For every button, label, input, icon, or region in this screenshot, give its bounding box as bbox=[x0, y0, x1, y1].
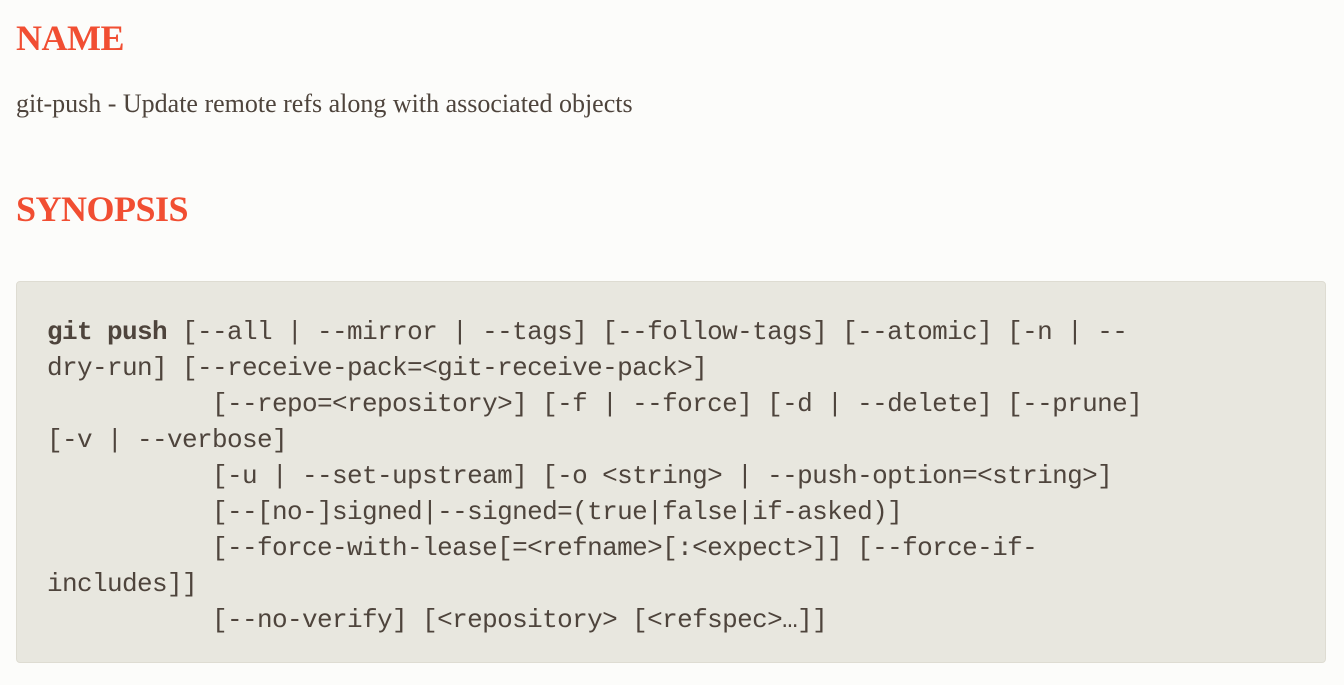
command-description: git-push - Update remote refs along with… bbox=[16, 89, 633, 118]
synopsis-command: git push bbox=[47, 317, 168, 347]
synopsis-line-8: includes]] bbox=[47, 569, 198, 599]
synopsis-line-7: [--force-with-lease[=<refname>[:<expect>… bbox=[47, 533, 1038, 563]
synopsis-line-4: [-v | --verbose] bbox=[47, 425, 288, 455]
synopsis-code-block: git push [--all | --mirror | --tags] [--… bbox=[16, 281, 1326, 663]
synopsis-line-2: dry-run] [--receive-pack=<git-receive-pa… bbox=[47, 353, 708, 383]
synopsis-section-heading: SYNOPSIS bbox=[16, 189, 189, 229]
synopsis-text: git push [--all | --mirror | --tags] [--… bbox=[47, 314, 1295, 638]
synopsis-line-5: [-u | --set-upstream] [-o <string> | --p… bbox=[47, 461, 1113, 491]
synopsis-line-3: [--repo=<repository>] [-f | --force] [-d… bbox=[47, 389, 1143, 419]
synopsis-line-6: [--[no-]signed|--signed=(true|false|if-a… bbox=[47, 497, 903, 527]
synopsis-line-9: [--no-verify] [<repository> [<refspec>…]… bbox=[47, 605, 828, 635]
synopsis-line-1: [--all | --mirror | --tags] [--follow-ta… bbox=[167, 317, 1128, 347]
name-section-heading: NAME bbox=[16, 18, 125, 58]
